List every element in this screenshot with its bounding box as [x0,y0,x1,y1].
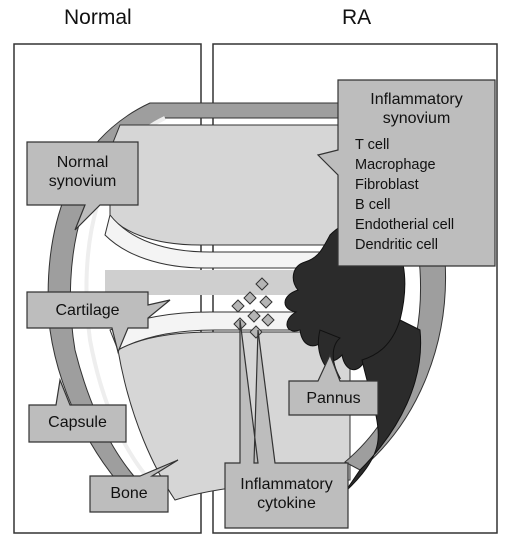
cell-type-item: Macrophage [355,155,495,175]
normal-synovium-label: Normal synovium [27,153,138,191]
cell-type-item: Endotherial cell [355,215,495,235]
cell-type-item: T cell [355,135,495,155]
normal-header: Normal [64,6,132,30]
cell-type-list: T cell Macrophage Fibroblast B cell Endo… [355,135,495,255]
cytokine-line-1: Inflammatory [225,475,348,494]
inflammatory-synovium-title-line-1: Inflammatory [338,90,495,109]
inflammatory-synovium-title-line-2: synovium [338,109,495,128]
inflammatory-synovium-title: Inflammatory synovium [338,90,495,128]
cytokine-line-2: cytokine [225,494,348,513]
pannus-label: Pannus [289,389,378,408]
ra-header: RA [342,6,371,30]
cell-type-item: Fibroblast [355,175,495,195]
cell-type-item: B cell [355,195,495,215]
upper-bone [110,125,340,245]
cell-type-item: Dendritic cell [355,235,495,255]
normal-synovium-line-2: synovium [27,172,138,191]
bone-label: Bone [90,484,168,503]
capsule-label: Capsule [29,413,126,432]
cartilage-label: Cartilage [27,301,148,320]
cytokine-label: Inflammatory cytokine [225,475,348,513]
normal-synovium-line-1: Normal [27,153,138,172]
